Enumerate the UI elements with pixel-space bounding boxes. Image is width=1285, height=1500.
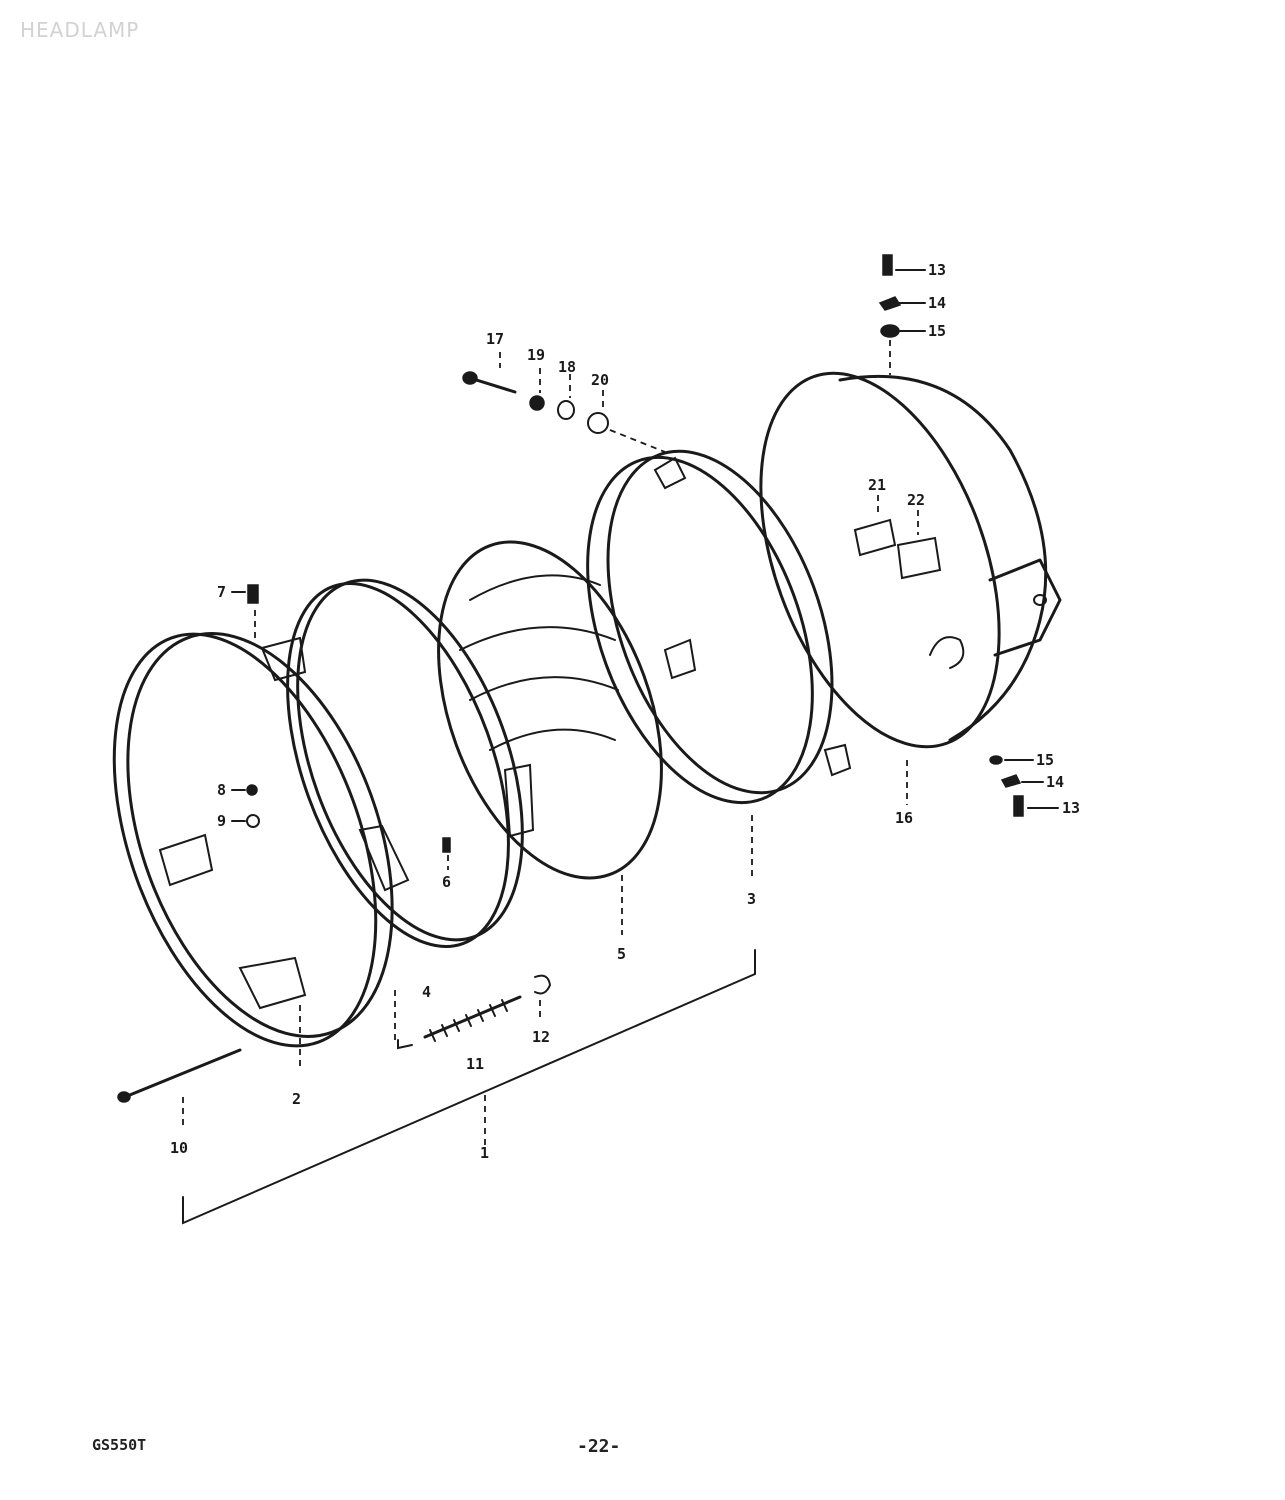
fasteners — [246, 254, 1024, 1042]
callout-12: 12 — [532, 1028, 550, 1046]
callout-17: 17 — [486, 330, 504, 348]
sealed-beam-unit — [437, 540, 663, 880]
callout-4: 4 — [422, 983, 431, 1001]
callout-22: 22 — [907, 491, 925, 509]
headlamp-housing — [759, 371, 1062, 749]
page-title: HEADLAMP — [20, 18, 140, 42]
callout-21: 21 — [868, 476, 886, 494]
callout-11: 11 — [466, 1055, 484, 1073]
callout-2: 2 — [292, 1090, 301, 1108]
callout-20: 20 — [591, 371, 609, 389]
leader-lines — [182, 269, 1059, 1225]
callout-7: 7 — [217, 583, 226, 601]
mounting-frame — [586, 449, 852, 805]
callout-15-top: 15 — [928, 322, 946, 340]
headlamp-rim — [112, 632, 394, 1048]
callout-10: 10 — [170, 1139, 188, 1157]
callout-9: 9 — [217, 812, 226, 830]
lens-ring — [286, 578, 524, 948]
callout-3: 3 — [747, 890, 756, 908]
callout-13-bottom: 13 — [1062, 799, 1080, 817]
callout-5: 5 — [617, 945, 626, 963]
callout-labels: 1 2 3 4 5 6 7 8 9 10 11 12 13 14 15 15 1… — [170, 261, 1080, 1162]
callout-16: 16 — [895, 809, 913, 827]
callout-6: 6 — [442, 873, 451, 891]
rim-screw — [117, 1048, 242, 1103]
callout-15-bottom: 15 — [1036, 751, 1054, 769]
page-number: -22- — [577, 1436, 621, 1457]
callout-1: 1 — [480, 1144, 489, 1162]
callout-14-top: 14 — [928, 294, 946, 312]
callout-19: 19 — [527, 346, 545, 364]
callout-13-top: 13 — [928, 261, 946, 279]
callout-18: 18 — [558, 358, 576, 376]
callout-8: 8 — [217, 781, 226, 799]
callout-14-bottom: 14 — [1046, 773, 1064, 791]
model-code: GS550T — [92, 1436, 147, 1454]
